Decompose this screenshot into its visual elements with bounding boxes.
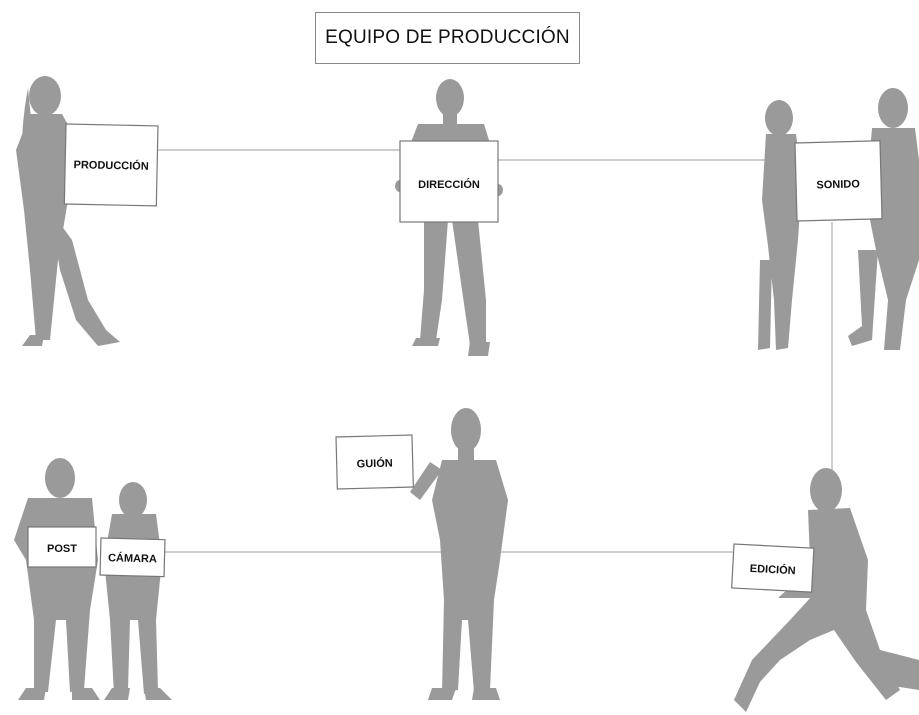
sign-produccion: PRODUCCIÓN xyxy=(63,123,159,207)
sign-camara-board xyxy=(99,537,166,578)
person-sonido-left-silhouette xyxy=(758,100,802,350)
sign-sonido: SONIDO xyxy=(794,140,883,222)
sign-produccion-board xyxy=(63,123,159,207)
sign-guion-board xyxy=(335,434,414,490)
sign-camara: CÁMARA xyxy=(99,537,166,578)
label-edicion: EDICIÓN xyxy=(749,562,796,577)
label-post: POST xyxy=(47,543,77,555)
sign-post: POST xyxy=(27,526,97,568)
person-guion-silhouette xyxy=(410,408,508,700)
sign-guion: GUIÓN xyxy=(335,434,414,490)
diagram-title: EQUIPO DE PRODUCCIÓN xyxy=(315,12,580,64)
person-camara-silhouette xyxy=(104,482,172,700)
label-produccion: PRODUCCIÓN xyxy=(73,158,148,173)
sign-direccion-board xyxy=(399,140,499,223)
person-produccion-silhouette xyxy=(16,76,120,346)
label-camara: CÁMARA xyxy=(108,551,157,565)
label-sonido: SONIDO xyxy=(816,178,860,191)
sign-direccion: DIRECCIÓN xyxy=(399,140,499,223)
label-guion: GUIÓN xyxy=(357,457,393,471)
label-direccion: DIRECCIÓN xyxy=(418,178,480,191)
sign-edicion-board xyxy=(731,543,815,593)
sign-sonido-board xyxy=(794,140,883,222)
sign-post-board xyxy=(27,526,97,568)
person-edicion-silhouette xyxy=(734,468,919,712)
person-post-silhouette xyxy=(14,458,100,700)
sign-edicion: EDICIÓN xyxy=(731,543,815,593)
